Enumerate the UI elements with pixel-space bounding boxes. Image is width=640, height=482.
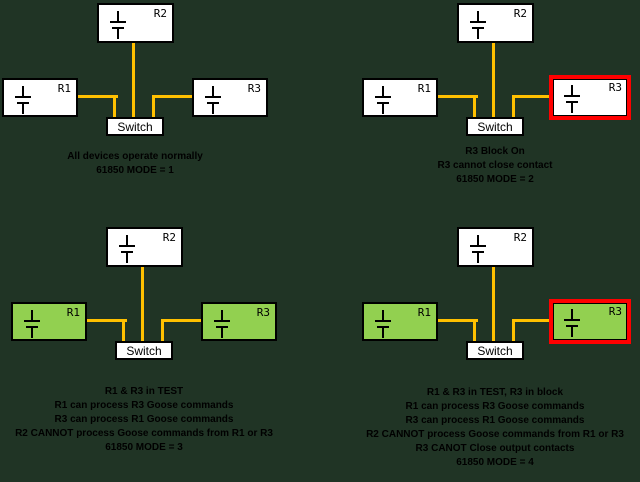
caption-line: 61850 MODE = 3 xyxy=(105,442,183,453)
wire-r2-switch xyxy=(141,267,144,343)
relay-r1-label: R1 xyxy=(57,82,71,95)
wire-r2-switch xyxy=(132,43,135,119)
relay-r1-box: R1 xyxy=(2,78,78,117)
ground-icon xyxy=(116,233,138,265)
caption-line: 61850 MODE = 4 xyxy=(456,457,534,468)
relay-r1-box-test: R1 xyxy=(11,302,87,341)
relay-r3-box-test: R3 xyxy=(201,302,277,341)
caption-line: R3 can process R1 Goose commands xyxy=(54,414,234,425)
ground-icon xyxy=(211,308,233,340)
relay-r1-label: R1 xyxy=(417,82,431,95)
wire-r3-switch-v xyxy=(161,319,164,344)
wire-r3-switch-h xyxy=(512,319,552,322)
relay-r1-box: R1 xyxy=(362,78,438,117)
diagram-mode-4: R2 R1 R3 Switch R1 & R3 in TEST, R3 in b… xyxy=(360,224,640,474)
relay-r2-box: R2 xyxy=(457,227,534,267)
relay-r3-box-blocked: R3 xyxy=(549,75,631,120)
caption-line: R3 CANOT Close output contacts xyxy=(415,443,575,454)
relay-r2-label: R2 xyxy=(153,7,167,20)
switch-box: Switch xyxy=(466,341,524,360)
wire-r1-switch-v xyxy=(122,319,125,344)
wire-r3-switch-v xyxy=(512,319,515,344)
ground-icon xyxy=(561,83,583,115)
caption-line: R1 & R3 in TEST xyxy=(104,386,184,397)
diagram-mode-2: R2 R1 R3 Switch R3 Block On R3 cannot c xyxy=(360,0,640,250)
relay-r2-label: R2 xyxy=(513,7,527,20)
caption-block-mode-2: R3 Block On R3 cannot close contact 6185… xyxy=(345,145,640,187)
wire-r3-switch-v xyxy=(512,95,515,120)
diagram-mode-1: R2 R1 R3 Switch All devices operate norm… xyxy=(0,0,320,250)
relay-r1-label: R1 xyxy=(417,306,431,319)
wire-r3-switch-h xyxy=(512,95,552,98)
relay-r2-label: R2 xyxy=(513,231,527,244)
ground-icon xyxy=(561,307,583,339)
relay-r2-box: R2 xyxy=(97,3,174,43)
relay-r1-label: R1 xyxy=(66,306,80,319)
wire-r1-switch-h xyxy=(438,319,478,322)
caption-line: R2 CANNOT process Goose commands from R1… xyxy=(15,428,273,439)
ground-icon xyxy=(202,84,224,116)
switch-label: Switch xyxy=(477,343,513,358)
wire-r1-switch-h xyxy=(87,319,127,322)
caption-line: R2 CANNOT process Goose commands from R1… xyxy=(366,429,624,440)
relay-r3-box-test-blocked: R3 xyxy=(549,299,631,344)
ground-icon xyxy=(21,308,43,340)
wire-r3-switch-h xyxy=(152,95,192,98)
relay-r2-box: R2 xyxy=(457,3,534,43)
wire-r1-switch-h xyxy=(78,95,118,98)
relay-r3-label: R3 xyxy=(256,306,270,319)
caption-line: R1 & R3 in TEST, R3 in block xyxy=(426,387,564,398)
relay-r1-box-test: R1 xyxy=(362,302,438,341)
switch-label: Switch xyxy=(126,343,162,358)
caption-line: R3 cannot close contact xyxy=(437,160,553,171)
relay-r3-label: R3 xyxy=(608,305,622,318)
caption-line: 61850 MODE = 1 xyxy=(96,165,174,176)
wire-r1-switch-v xyxy=(113,95,116,120)
wire-r3-switch-v xyxy=(152,95,155,120)
ground-icon xyxy=(372,308,394,340)
caption-line: R1 can process R3 Goose commands xyxy=(54,400,234,411)
wire-r2-switch xyxy=(492,43,495,119)
caption-block-mode-1: All devices operate normally 61850 MODE … xyxy=(0,150,285,178)
relay-r2-box: R2 xyxy=(106,227,183,267)
switch-label: Switch xyxy=(477,119,513,134)
relay-r3-label: R3 xyxy=(247,82,261,95)
caption-line: All devices operate normally xyxy=(67,151,203,162)
switch-box: Switch xyxy=(115,341,173,360)
ground-icon xyxy=(12,84,34,116)
ground-icon xyxy=(467,9,489,41)
ground-icon xyxy=(107,9,129,41)
caption-block-mode-3: R1 & R3 in TEST R1 can process R3 Goose … xyxy=(0,385,294,455)
ground-icon xyxy=(372,84,394,116)
caption-line: R3 Block On xyxy=(465,146,525,157)
wire-r2-switch xyxy=(492,267,495,343)
caption-line: 61850 MODE = 2 xyxy=(456,174,534,185)
wire-r1-switch-v xyxy=(473,319,476,344)
caption-line: R3 can process R1 Goose commands xyxy=(405,415,585,426)
relay-r3-box: R3 xyxy=(192,78,268,117)
switch-box: Switch xyxy=(466,117,524,136)
wire-r3-switch-h xyxy=(161,319,201,322)
wire-r1-switch-h xyxy=(438,95,478,98)
wire-r1-switch-v xyxy=(473,95,476,120)
relay-r2-label: R2 xyxy=(162,231,176,244)
ground-icon xyxy=(467,233,489,265)
switch-label: Switch xyxy=(117,119,153,134)
caption-block-mode-4: R1 & R3 in TEST, R3 in block R1 can proc… xyxy=(345,386,640,470)
switch-box: Switch xyxy=(106,117,164,136)
diagram-mode-3: R2 R1 R3 Switch R1 & R3 in TEST R1 can xyxy=(9,224,329,474)
relay-r3-label: R3 xyxy=(608,81,622,94)
caption-line: R1 can process R3 Goose commands xyxy=(405,401,585,412)
